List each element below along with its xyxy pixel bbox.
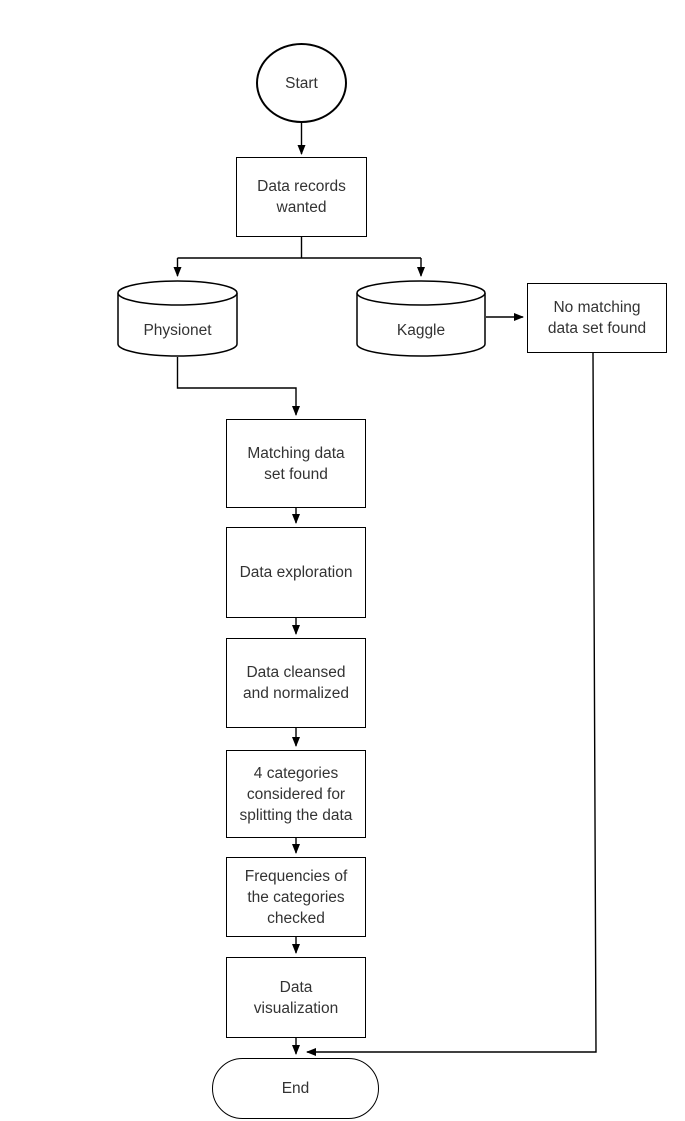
data-cleansed-label: Data cleansed and normalized	[243, 664, 349, 702]
data-exploration-node: Data exploration	[226, 527, 366, 618]
kaggle-label: Kaggle	[396, 322, 446, 339]
categories-split-label: 4 categories considered for splitting th…	[239, 764, 353, 824]
data-records-wanted-node: Data records wanted	[236, 157, 367, 237]
kaggle-database-node: Kaggle	[356, 280, 486, 357]
end-node: End	[212, 1058, 379, 1119]
no-matching-data-set-label: No matching data set found	[547, 299, 647, 337]
start-node: Start	[256, 43, 347, 123]
matching-data-set-node: Matching data set found	[226, 419, 366, 508]
database-cylinder-icon	[356, 280, 486, 357]
physionet-database-node: Physionet	[117, 280, 238, 357]
edge-records-split	[177, 237, 421, 259]
end-label: End	[281, 1080, 310, 1097]
physionet-label: Physionet	[143, 322, 212, 339]
frequencies-checked-label: Frequencies of the categories checked	[244, 867, 348, 927]
database-cylinder-icon	[117, 280, 238, 357]
matching-data-set-label: Matching data set found	[247, 444, 345, 483]
frequencies-checked-node: Frequencies of the categories checked	[226, 857, 366, 937]
data-visualization-label: Data visualization	[253, 978, 339, 1017]
edge-physionet-to-matching	[176, 357, 300, 416]
categories-split-node: 4 categories considered for splitting th…	[226, 750, 366, 838]
data-exploration-label: Data exploration	[239, 564, 353, 581]
no-matching-data-set-node: No matching data set found	[527, 283, 667, 353]
start-label: Start	[285, 74, 318, 92]
data-visualization-node: Data visualization	[226, 957, 366, 1038]
data-records-wanted-label: Data records wanted	[257, 178, 346, 216]
data-cleansed-node: Data cleansed and normalized	[226, 638, 366, 728]
